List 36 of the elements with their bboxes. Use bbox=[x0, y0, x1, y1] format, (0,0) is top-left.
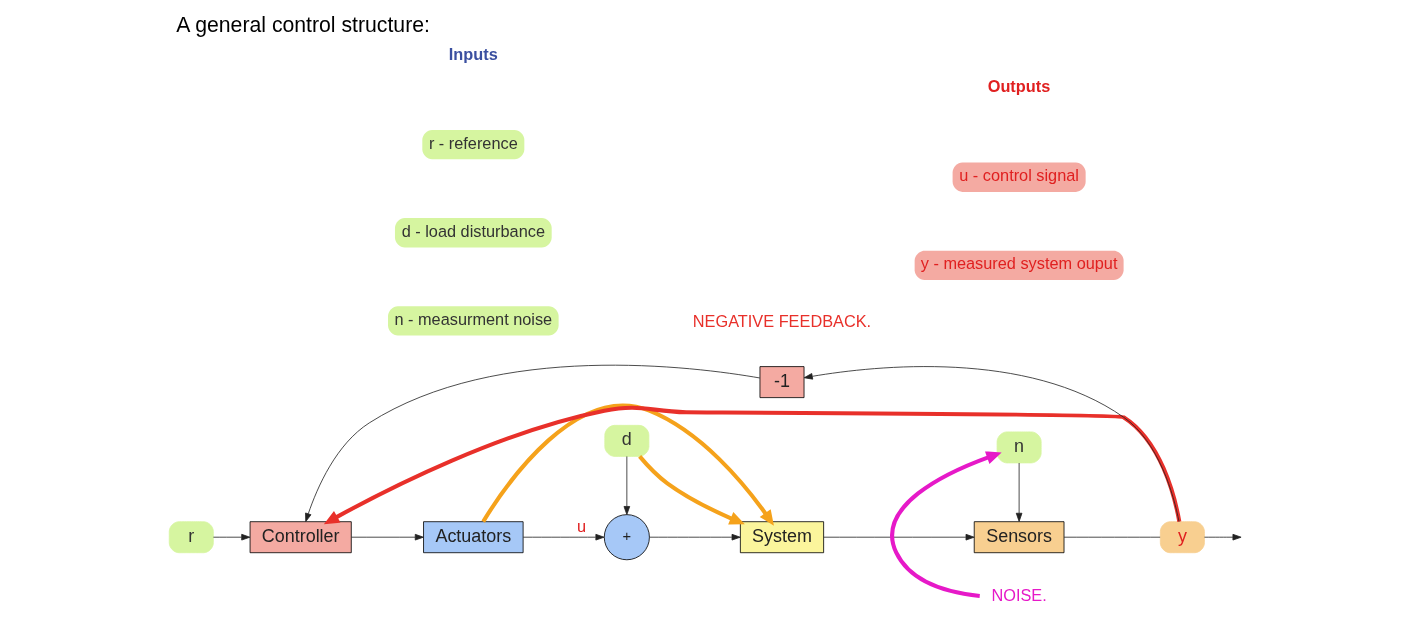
label: u - control signal bbox=[958, 166, 1079, 185]
label: Inputs bbox=[448, 44, 498, 63]
arrow bbox=[304, 364, 760, 523]
label: NEGATIVE FEEDBACK. bbox=[692, 311, 871, 330]
arrow bbox=[323, 405, 1181, 525]
arrow bbox=[637, 455, 745, 525]
label: y - measured system ouput bbox=[920, 254, 1117, 273]
label: r - reference bbox=[428, 133, 518, 152]
node-box: Actuators bbox=[422, 521, 524, 554]
label: Outputs bbox=[987, 77, 1050, 96]
arrow bbox=[1203, 533, 1241, 541]
node-box: d bbox=[603, 424, 649, 457]
node-circle: + bbox=[603, 514, 650, 561]
arrow bbox=[350, 533, 424, 541]
arrow bbox=[822, 533, 975, 541]
label: n - measurment noise bbox=[393, 309, 552, 328]
arrow bbox=[803, 366, 1179, 522]
arrow bbox=[212, 533, 250, 541]
node-box: n bbox=[996, 431, 1042, 464]
arrow bbox=[889, 451, 1002, 599]
connector bbox=[1063, 536, 1161, 538]
arrow bbox=[480, 404, 774, 526]
diagram-title: A general control structure: bbox=[175, 12, 430, 36]
arrow bbox=[522, 533, 604, 541]
arrow bbox=[1015, 462, 1022, 522]
node-box: r bbox=[168, 521, 214, 554]
arrow bbox=[648, 533, 741, 541]
edge-label: u bbox=[576, 517, 586, 536]
node-box: y bbox=[1159, 521, 1205, 554]
node-box: System bbox=[739, 521, 824, 554]
node-box: Controller bbox=[249, 521, 352, 554]
node-box: Sensors bbox=[973, 521, 1064, 554]
label: d - load disturbance bbox=[401, 221, 545, 240]
node-text: NOISE. bbox=[990, 585, 1047, 604]
node-box: -1 bbox=[759, 366, 804, 399]
arrow bbox=[623, 456, 630, 516]
